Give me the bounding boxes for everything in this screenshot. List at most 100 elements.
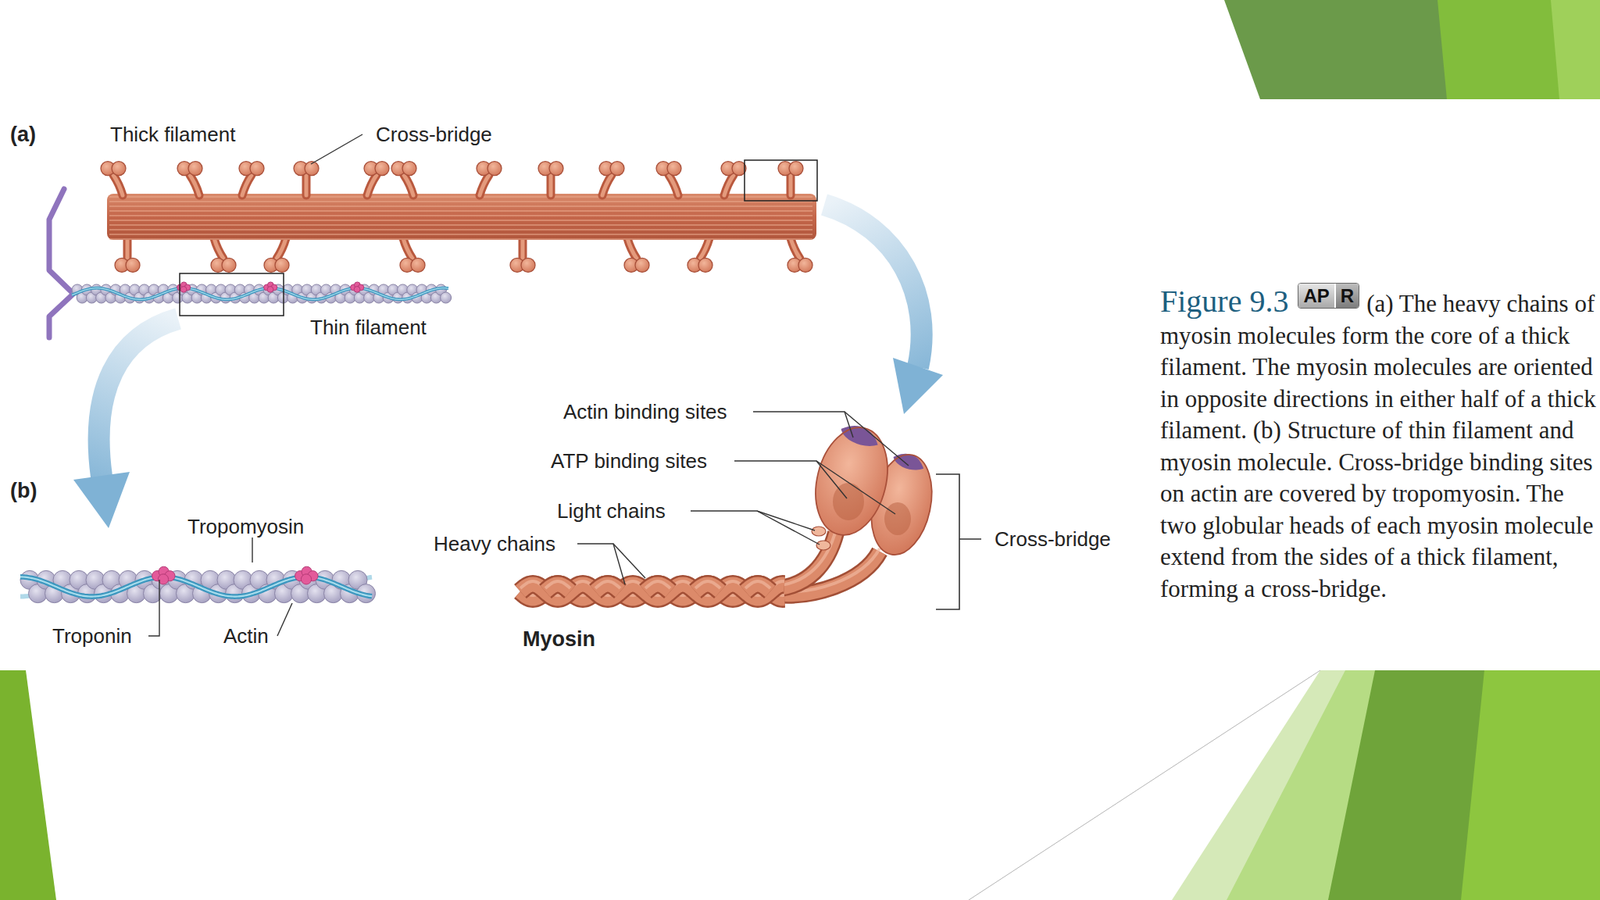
cross-bridge-stalk	[602, 175, 612, 196]
cross-bridge-stalk	[602, 175, 612, 196]
slide-decoration	[1224, 0, 1600, 100]
cross-bridge-stalk	[276, 238, 286, 259]
myosin-tail-stripe	[109, 214, 813, 217]
myosin-head	[111, 161, 126, 176]
troponin-subunit	[180, 286, 187, 293]
cross-bridge	[624, 238, 650, 272]
cross-bridge-stalk	[549, 175, 554, 196]
leader-line	[690, 510, 815, 531]
slide-decoration	[1226, 670, 1600, 900]
myosin-head	[125, 257, 140, 272]
myosin-tail-stripe	[109, 205, 813, 208]
cross-bridge-stalk	[790, 238, 800, 259]
myosin-tail-stripe	[109, 210, 813, 212]
part-label: Thick filament	[110, 122, 236, 147]
cross-bridge-stalk	[789, 175, 793, 196]
leader-line	[251, 537, 253, 563]
cross-bridge-stalk	[403, 175, 414, 196]
leader-line	[577, 543, 625, 585]
cross-bridge-stalk	[125, 238, 130, 259]
cross-bridge-stalk	[700, 238, 710, 259]
cross-bridge-stalk	[668, 175, 679, 196]
slide-decoration	[1437, 0, 1600, 100]
part-label: Tropomyosin	[187, 514, 304, 539]
cross-bridge-stalk	[214, 238, 224, 259]
myosin-head	[487, 161, 502, 176]
leader-line	[757, 510, 820, 545]
cross-bridge	[391, 161, 417, 196]
cross-bridge-stalk	[627, 238, 637, 259]
cross-bridge-stalk	[214, 238, 224, 259]
zoom-arrow-head	[73, 471, 130, 529]
myosin-head	[610, 161, 625, 176]
cross-bridge	[264, 238, 290, 272]
cross-bridge-stalk	[403, 175, 414, 196]
myosin-tail-stripe	[109, 219, 813, 222]
cross-bridge-stalk	[546, 175, 556, 196]
cross-bridge	[687, 238, 713, 272]
leader-line	[613, 543, 646, 579]
leader-line	[816, 460, 896, 515]
light-chain	[816, 540, 831, 550]
tropomyosin-strand	[71, 288, 449, 300]
heavy-chain	[645, 581, 671, 589]
cross-bridge	[177, 161, 203, 196]
cross-bridge-stalk	[479, 175, 490, 196]
myosin-tail-stripe	[109, 238, 813, 240]
caption-text: (a) The heavy chains of myosin molecules…	[1160, 289, 1597, 603]
zoom-box	[744, 160, 818, 201]
myosin-tail-stripe	[109, 196, 813, 198]
part-label: Cross-bridge	[375, 122, 493, 147]
myosin-molecule	[520, 411, 941, 599]
cross-bridge-stalk	[367, 175, 377, 196]
troponin-cluster	[152, 566, 175, 585]
cross-bridge-stalk	[521, 238, 525, 259]
zoom-arrow	[824, 204, 922, 368]
bracket	[935, 474, 982, 610]
cross-bridge	[114, 238, 140, 272]
leader-line	[734, 460, 847, 499]
cross-bridge-stalk	[367, 175, 377, 196]
troponin-cluster	[264, 282, 278, 293]
cross-bridge	[476, 161, 502, 196]
cross-bridge	[364, 161, 390, 196]
cross-bridge-stalk	[189, 175, 200, 196]
cross-bridge-stalk	[113, 175, 123, 196]
part-label: Actin	[223, 624, 269, 648]
cross-bridge-stalk	[518, 238, 528, 259]
heavy-chain	[520, 581, 785, 596]
myosin-head	[635, 257, 650, 272]
slide-decoration	[1550, 0, 1600, 100]
badge-text: AP	[1298, 283, 1336, 308]
cross-bridge	[239, 161, 265, 196]
slide-decoration	[1328, 670, 1600, 900]
heavy-chain	[545, 581, 571, 589]
cross-bridge	[293, 161, 319, 196]
part-label: ATP binding sites	[550, 449, 708, 473]
thick-filament-core	[107, 193, 817, 240]
myosin-tail-stripe	[109, 228, 813, 231]
cross-bridge-stalk	[304, 175, 309, 196]
zoom-arrow-head	[892, 357, 943, 415]
myosin-head	[188, 161, 203, 176]
panel-letter: (a)	[10, 122, 36, 147]
heavy-chain	[745, 581, 771, 589]
tropomyosin-strand	[71, 288, 449, 300]
cross-bridge	[787, 238, 813, 272]
leader-line	[277, 603, 293, 636]
thick-filament	[100, 161, 817, 273]
myosin-head	[410, 257, 425, 272]
cross-bridge	[721, 161, 747, 196]
cross-bridge-stalk	[724, 175, 734, 196]
figure-number: Figure 9.3	[1160, 283, 1289, 319]
leader-line	[753, 411, 854, 438]
cross-bridge	[210, 238, 236, 272]
cross-bridge-stalk	[242, 175, 252, 196]
part-label: Heavy chains	[433, 532, 556, 556]
cross-bridge-stalk	[403, 238, 413, 259]
myosin-head	[549, 161, 564, 176]
myosin-tail-stripe	[109, 224, 813, 226]
myosin-head	[698, 257, 713, 272]
myosin-head	[275, 257, 290, 272]
